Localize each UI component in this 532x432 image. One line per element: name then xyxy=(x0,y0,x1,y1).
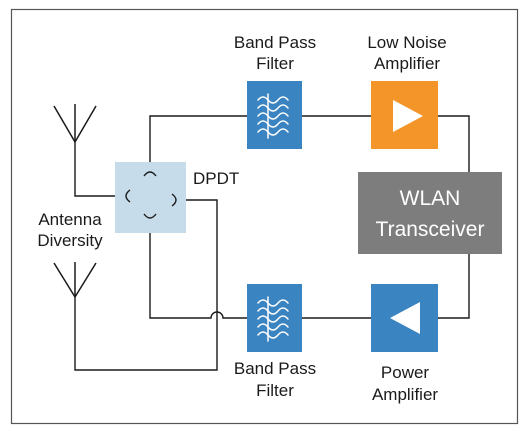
antenna-diversity-label-line2: Diversity xyxy=(37,231,103,250)
antenna-bottom-icon xyxy=(53,262,97,298)
wire-dpdt-to-bpf-top xyxy=(149,115,247,168)
bpf-bottom-box xyxy=(247,284,302,352)
dpdt-switch xyxy=(115,162,186,233)
bpf-top-box xyxy=(247,81,302,149)
pa-label-line1: Power xyxy=(381,363,430,382)
wlan-transceiver: WLAN Transceiver xyxy=(358,172,502,254)
signal-wires xyxy=(74,115,470,371)
wire-dpdt-to-bpf-bottom xyxy=(149,222,247,319)
bpf-bottom-label-line2: Filter xyxy=(256,381,294,400)
antenna-diversity-label-line1: Antenna xyxy=(38,210,102,229)
dpdt-contact-marks xyxy=(125,171,177,219)
bpf-top-label-line2: Filter xyxy=(256,54,294,73)
lna-label-line2: Amplifier xyxy=(374,54,440,73)
filter-wave-icon xyxy=(257,296,289,342)
dpdt-label: DPDT xyxy=(193,169,239,188)
transceiver-label-line1: WLAN xyxy=(400,187,461,210)
lna-label-line1: Low Noise xyxy=(367,33,446,52)
band-pass-filter-bottom xyxy=(247,284,302,352)
bpf-bottom-label-line1: Band Pass xyxy=(234,359,316,378)
amplifier-left-icon xyxy=(390,302,420,334)
power-amplifier xyxy=(371,284,438,352)
pa-label-line2: Amplifier xyxy=(372,385,438,404)
wire-transceiver-to-pa xyxy=(438,254,470,319)
low-noise-amplifier xyxy=(371,81,438,149)
filter-wave-icon xyxy=(257,93,289,139)
transceiver-box xyxy=(358,172,502,254)
wire-lna-to-transceiver xyxy=(438,115,470,172)
antenna-top-icon xyxy=(53,104,97,143)
transceiver-label-line2: Transceiver xyxy=(376,218,485,241)
wire-antenna-bottom xyxy=(74,199,218,371)
amplifier-right-icon xyxy=(393,100,423,132)
wire-antenna-top xyxy=(74,142,122,197)
band-pass-filter-top xyxy=(247,81,302,149)
bpf-top-label-line1: Band Pass xyxy=(234,33,316,52)
